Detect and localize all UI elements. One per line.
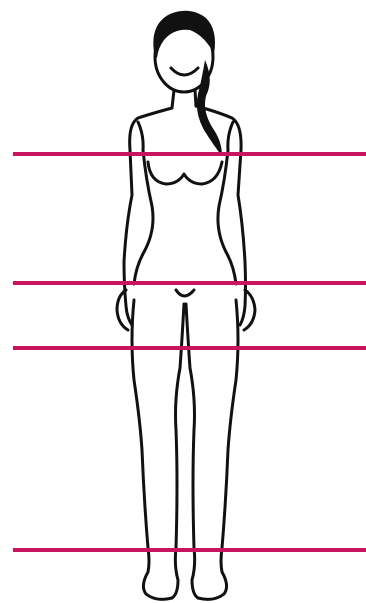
smile	[171, 68, 198, 75]
bust-curve	[148, 162, 222, 184]
neck-right	[195, 90, 196, 106]
crotch-curve	[176, 290, 194, 296]
left-shoulder-arm	[124, 108, 172, 325]
right-shoulder-arm	[196, 106, 246, 325]
right-leg-outer	[198, 300, 238, 599]
hair-top	[153, 11, 215, 58]
left-leg-outer	[132, 300, 172, 599]
neck-left	[172, 90, 174, 108]
left-armpit	[138, 122, 143, 150]
right-armpit	[228, 122, 233, 150]
body-outline	[117, 22, 255, 599]
